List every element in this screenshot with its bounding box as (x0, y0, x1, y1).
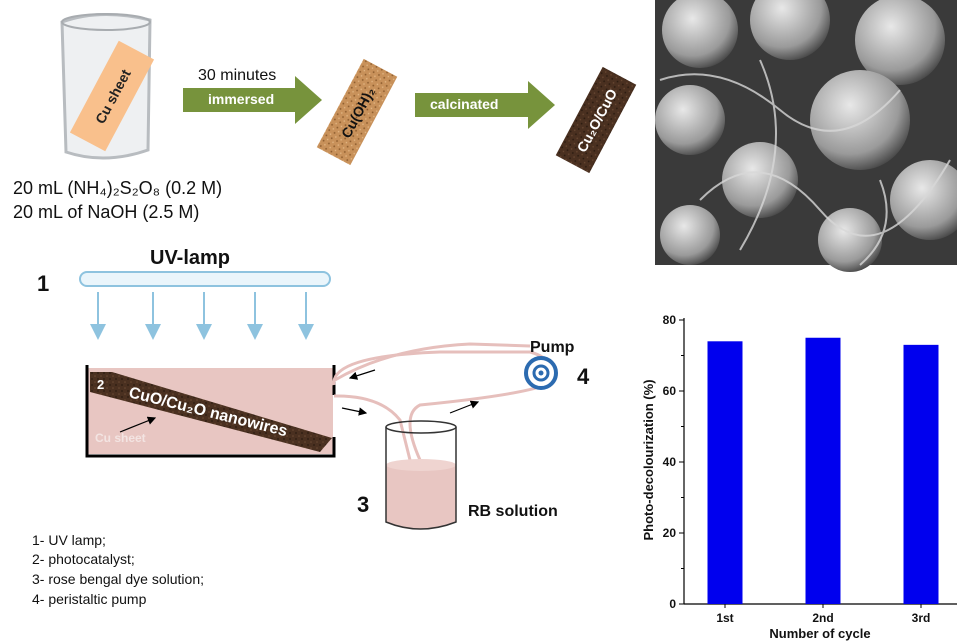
y-tick-label: 80 (663, 313, 677, 327)
cu2o-cuo-sheet: Cu₂O/CuO (555, 66, 637, 174)
cu-sheet-setup-label: Cu sheet (95, 431, 146, 445)
bar-2nd (805, 337, 841, 604)
beaker-icon: Cu sheet (60, 13, 155, 160)
legend-item: 3- rose bengal dye solution; (32, 571, 204, 587)
y-tick-label: 20 (663, 526, 677, 540)
tubing (332, 342, 552, 461)
bar-3rd (903, 344, 939, 604)
x-tick-label: 3rd (912, 611, 931, 625)
legend-item: 4- peristaltic pump (32, 591, 147, 607)
uv-rays (90, 292, 314, 340)
uv-lamp (79, 271, 331, 287)
calcinated-arrow (415, 81, 555, 129)
legend-item: 1- UV lamp; (32, 532, 106, 548)
y-tick-label: 0 (669, 597, 676, 611)
y-tick-label: 40 (663, 455, 677, 469)
x-tick-label: 1st (716, 611, 733, 625)
rb-solution-label: RB solution (468, 503, 558, 520)
x-axis-label: Number of cycle (769, 626, 870, 641)
reagent-1: 20 mL (NH₄)₂S₂O₈ (0.2 M) (13, 178, 222, 198)
y-axis-label: Photo-decolourization (%) (641, 379, 656, 540)
step1-time: 30 minutes (198, 67, 276, 84)
x-tick-label: 2nd (812, 611, 833, 625)
uv-lamp-label: UV-lamp (150, 247, 230, 269)
dye-solution-beaker (385, 420, 457, 530)
bar-chart: 0 20 40 60 80 1st 2nd 3rd Number of cycle Phot… (641, 313, 957, 641)
bar-1st (707, 341, 743, 604)
pump-label: Pump (530, 339, 575, 356)
cu-oh2-sheet: Cu(OH)₂ (316, 58, 398, 166)
sem-image (655, 0, 957, 272)
immersed-arrow (183, 76, 322, 124)
step2-label: calcinated (430, 96, 498, 112)
cu-sheet (69, 40, 155, 152)
legend-list: 1- UV lamp; 2- photocatalyst; 3- rose be… (32, 532, 204, 607)
y-tick-label: 60 (663, 384, 677, 398)
legend-item: 2- photocatalyst; (32, 551, 135, 567)
step1-label: immersed (208, 91, 274, 107)
label-num-2: 2 (97, 377, 104, 392)
reagent-2: 20 mL of NaOH (2.5 M) (13, 202, 199, 222)
pump-icon (524, 356, 558, 390)
label-num-1: 1 (37, 271, 49, 296)
label-num-4: 4 (577, 364, 590, 389)
label-num-3: 3 (357, 492, 369, 517)
photocatalyst-plate (90, 372, 332, 452)
